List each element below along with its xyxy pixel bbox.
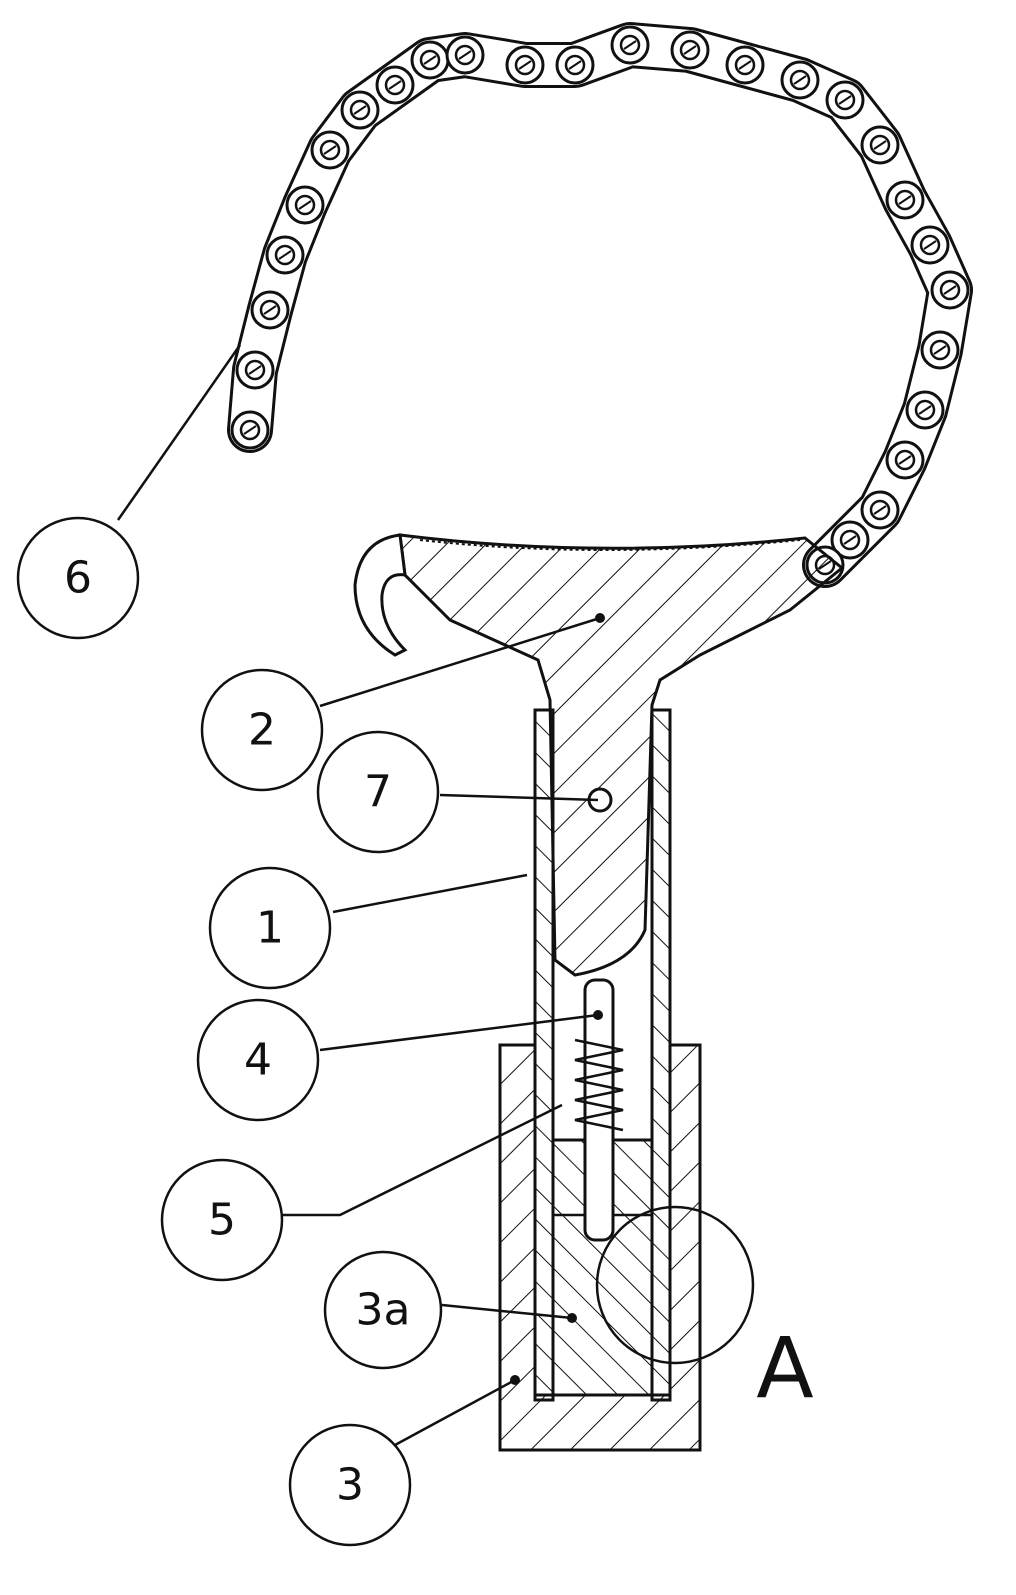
svg-text:6: 6 xyxy=(64,553,92,604)
chain-link xyxy=(375,65,415,105)
chain-link xyxy=(445,35,485,75)
chain-link xyxy=(860,490,900,530)
chain-link xyxy=(230,410,270,450)
chain-link xyxy=(670,30,710,70)
spring-part-5 xyxy=(574,1038,624,1132)
chain-link xyxy=(885,440,925,480)
svg-text:1: 1 xyxy=(256,903,284,954)
chain-link xyxy=(340,90,380,130)
chain-link xyxy=(505,45,545,85)
chain-link xyxy=(780,60,820,100)
chain-link xyxy=(265,235,305,275)
callout-1: 1 xyxy=(208,866,332,990)
chain xyxy=(227,22,973,588)
sleeve-part-3 xyxy=(498,1043,702,1452)
detail-label-a: A xyxy=(756,1319,813,1417)
chain-link xyxy=(725,45,765,85)
chain-link xyxy=(235,350,275,390)
chain-link xyxy=(825,80,865,120)
chain-link xyxy=(610,25,650,65)
chain-link xyxy=(250,290,290,330)
tube-wall-left xyxy=(533,708,555,1402)
jaw-part-2 xyxy=(398,533,845,977)
svg-text:5: 5 xyxy=(208,1195,236,1246)
chain-link xyxy=(905,390,945,430)
svg-text:2: 2 xyxy=(248,705,276,756)
chain-link xyxy=(885,180,925,220)
svg-text:7: 7 xyxy=(364,767,392,818)
jaw-hook xyxy=(353,533,408,657)
chain-link xyxy=(920,330,960,370)
chain-link xyxy=(310,130,350,170)
leader-lines xyxy=(116,344,605,1447)
chain-link xyxy=(930,270,970,310)
chain-link xyxy=(830,520,870,560)
svg-text:3a: 3a xyxy=(356,1285,411,1336)
tube-wall-right xyxy=(650,708,672,1402)
chain-link xyxy=(910,225,950,265)
chain-link xyxy=(285,185,325,225)
detail-circle-a xyxy=(595,1205,755,1365)
callout-5: 5 xyxy=(160,1158,284,1282)
callout-3a: 3a xyxy=(323,1250,443,1370)
callout-4: 4 xyxy=(196,998,320,1122)
callout-6: 6 xyxy=(16,516,140,640)
pin-part-4 xyxy=(583,978,615,1242)
chain-link xyxy=(555,45,595,85)
svg-text:4: 4 xyxy=(244,1035,272,1086)
callout-2: 2 xyxy=(200,668,324,792)
chain-link xyxy=(410,40,450,80)
chain-link xyxy=(860,125,900,165)
callout-3: 3 xyxy=(288,1423,412,1547)
jaw-teeth xyxy=(419,539,801,551)
callout-7: 7 xyxy=(316,730,440,854)
svg-text:3: 3 xyxy=(336,1460,364,1511)
